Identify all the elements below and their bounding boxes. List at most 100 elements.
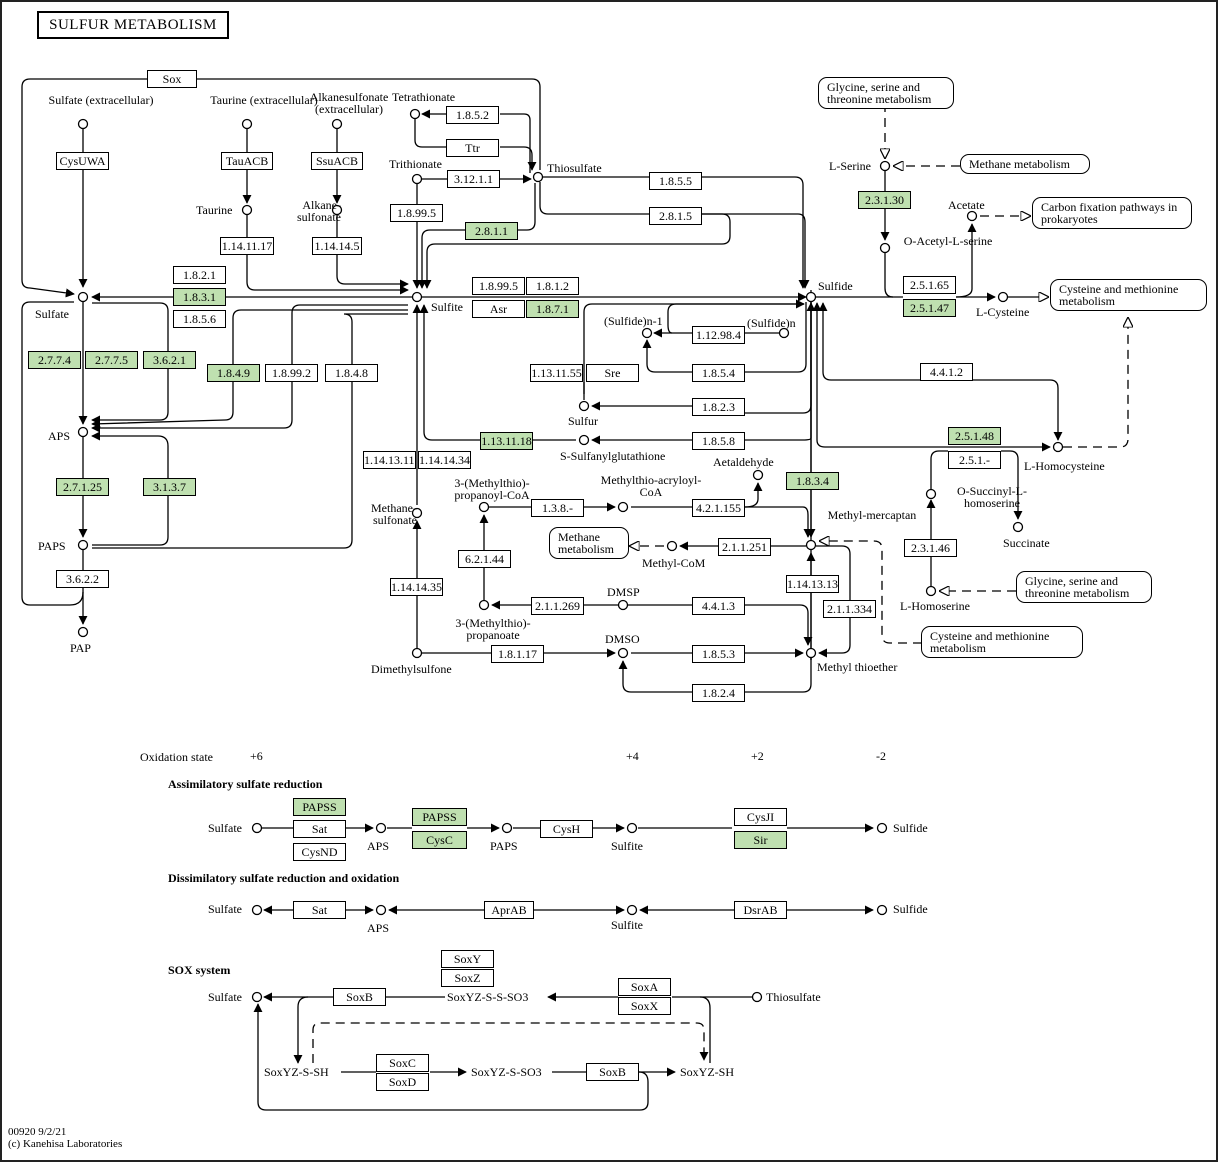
pathway-link-methane-mid[interactable]: Methane metabolism [549, 527, 629, 559]
sox-sulfate[interactable]: Sulfate [208, 990, 242, 1004]
dis-enzyme-aprab[interactable]: AprAB [484, 901, 534, 919]
compound-node-sulfide[interactable] [805, 291, 817, 303]
enzyme-box-e1-14-14-35[interactable]: 1.14.14.35 [390, 578, 443, 596]
compound-label-l-cysteine[interactable]: L-Cysteine [976, 305, 1030, 319]
dis-aps[interactable]: APS [367, 921, 390, 935]
compound-node-dmsp[interactable] [617, 599, 629, 611]
compound-node-pap[interactable] [77, 626, 89, 638]
enzyme-box-e1-8-99-2[interactable]: 1.8.99.2 [265, 364, 318, 382]
asm-enzyme-cysh[interactable]: CysH [540, 820, 593, 838]
compound-label-methyl-mercaptan[interactable]: Methyl-mercaptan [827, 508, 917, 522]
dis-enzyme-dsrab[interactable]: DsrAB [734, 901, 787, 919]
enzyme-box-e1-8-2-1[interactable]: 1.8.2.1 [173, 266, 226, 284]
dis-sulfite-node[interactable] [626, 904, 638, 916]
compound-node-dmso[interactable] [617, 647, 629, 659]
enzyme-box-e2-8-1-5[interactable]: 2.8.1.5 [649, 207, 702, 225]
compound-node-l-homoserine[interactable] [925, 585, 937, 597]
enzyme-box-e1-14-14-34[interactable]: 1.14.14.34 [418, 451, 471, 469]
sox-sulfate-node[interactable] [251, 991, 263, 1003]
enzyme-box-e1-8-1-17[interactable]: 1.8.1.17 [491, 645, 544, 663]
compound-node-taurine[interactable] [241, 204, 253, 216]
enzyme-box-e1-14-13-131[interactable]: 1.14.13.131 [786, 575, 839, 593]
enzyme-box-cysuwa[interactable]: CysUWA [56, 152, 109, 170]
asm-sulfite[interactable]: Sulfite [611, 839, 643, 853]
compound-label-mtp-coa[interactable]: 3-(Methylthio)-propanoyl-CoA [454, 476, 530, 502]
enzyme-box-e1-8-2-4[interactable]: 1.8.2.4 [692, 684, 745, 702]
enzyme-box-e2-5-1-47[interactable]: 2.5.1.47 [903, 299, 956, 317]
sox-enzyme-soxx[interactable]: SoxX [618, 997, 671, 1015]
compound-node-l-cysteine[interactable] [997, 291, 1009, 303]
compound-node-o-succinyl-l-homoserine[interactable] [925, 488, 937, 500]
compound-node-acetate[interactable] [966, 210, 978, 222]
asm-paps[interactable]: PAPS [490, 839, 518, 853]
enzyme-box-e1-13-11-55[interactable]: 1.13.11.55 [530, 364, 583, 382]
enzyme-box-e1-8-5-3[interactable]: 1.8.5.3 [692, 645, 745, 663]
asm-paps-node[interactable] [501, 822, 513, 834]
compound-node-trithionate[interactable] [411, 173, 423, 185]
enzyme-box-e3-6-2-1[interactable]: 3.6.2.1 [143, 351, 196, 369]
dis-aps-node[interactable] [375, 904, 387, 916]
enzyme-box-e1-8-7-1[interactable]: 1.8.7.1 [526, 300, 579, 318]
compound-label-sulfur[interactable]: Sulfur [568, 414, 598, 428]
compound-label-acetate[interactable]: Acetate [948, 198, 985, 212]
pathway-link-gly-ser-thr-top[interactable]: Glycine, serine and threonine metabolism [818, 77, 954, 109]
enzyme-box-asr[interactable]: Asr [472, 300, 525, 318]
enzyme-box-e2-5-1-48[interactable]: 2.5.1.48 [948, 427, 1001, 445]
sox-soxyz-s-sh[interactable]: SoxYZ-S-SH [264, 1065, 329, 1079]
dis-sulfide[interactable]: Sulfide [893, 902, 928, 916]
enzyme-box-e2-5-1-x[interactable]: 2.5.1.- [948, 451, 1001, 469]
compound-label-sulfate-ext[interactable]: Sulfate (extracellular) [48, 93, 154, 107]
asm-sulfate[interactable]: Sulfate [208, 821, 242, 835]
sox-enzyme-soxa[interactable]: SoxA [618, 978, 671, 996]
compound-label-alkanesulfonate-ext[interactable]: Alkanesulfonate (extracellular) [309, 90, 389, 116]
enzyme-box-e1-8-99-5-a[interactable]: 1.8.99.5 [390, 204, 443, 222]
compound-label-mta-coa[interactable]: Methylthio-acryloyl-CoA [600, 473, 702, 499]
compound-node-mta-coa[interactable] [617, 501, 629, 513]
compound-label-methyl-thioether[interactable]: Methyl thioether [817, 660, 898, 674]
compound-label-pap[interactable]: PAP [70, 641, 91, 655]
enzyme-box-e1-12-98-4[interactable]: 1.12.98.4 [692, 326, 745, 344]
enzyme-box-e1-8-1-2[interactable]: 1.8.1.2 [526, 277, 579, 295]
enzyme-box-ssuacb[interactable]: SsuACB [311, 152, 363, 170]
compound-node-alkanesulfonate-ext[interactable] [331, 118, 343, 130]
compound-node-sulfate-ext[interactable] [77, 118, 89, 130]
compound-label-l-homocysteine[interactable]: L-Homocysteine [1024, 459, 1105, 473]
asm-enzyme-papss2[interactable]: PAPSS [412, 808, 467, 826]
enzyme-box-e2-3-1-46[interactable]: 2.3.1.46 [904, 539, 957, 557]
enzyme-box-ttr[interactable]: Ttr [446, 139, 499, 157]
compound-label-mtp[interactable]: 3-(Methylthio)-propanoate [455, 616, 531, 642]
compound-label-acetaldehyde[interactable]: Aetaldehyde [713, 455, 774, 469]
asm-aps[interactable]: APS [367, 839, 390, 853]
asm-aps-node[interactable] [375, 822, 387, 834]
dis-sulfide-node[interactable] [876, 904, 888, 916]
asm-enzyme-papss1[interactable]: PAPSS [293, 798, 346, 816]
compound-label-aps[interactable]: APS [48, 429, 71, 443]
sox-thiosulfate[interactable]: Thiosulfate [766, 990, 821, 1004]
compound-label-o-succinyl-l-homoserine[interactable]: O-Succinyl-L-homoserine [957, 484, 1027, 510]
enzyme-box-e6-2-1-44[interactable]: 6.2.1.44 [458, 550, 511, 568]
compound-node-acetaldehyde[interactable] [752, 469, 764, 481]
compound-node-sulfide-n1[interactable] [641, 327, 653, 339]
compound-label-tetrathionate[interactable]: Tetrathionate [392, 90, 456, 104]
asm-enzyme-cysnd[interactable]: CysND [293, 843, 346, 861]
compound-node-succinate[interactable] [1012, 521, 1024, 533]
sox-soxyz-s-s-so3[interactable]: SoxYZ-S-S-SO3 [447, 990, 529, 1004]
compound-node-l-homocysteine[interactable] [1052, 441, 1064, 453]
enzyme-box-e3-6-2-2[interactable]: 3.6.2.2 [56, 570, 109, 588]
sox-enzyme-soxc[interactable]: SoxC [376, 1054, 429, 1072]
compound-node-l-serine[interactable] [879, 160, 891, 172]
enzyme-box-e1-3-8-x[interactable]: 1.3.8.- [531, 499, 584, 517]
enzyme-box-e1-8-5-8[interactable]: 1.8.5.8 [692, 432, 745, 450]
compound-label-dimethylsulfone[interactable]: Dimethylsulfone [371, 662, 452, 676]
asm-enzyme-cysji[interactable]: CysJI [734, 808, 787, 826]
compound-node-sulfur[interactable] [578, 400, 590, 412]
enzyme-box-e1-14-11-17[interactable]: 1.14.11.17 [220, 237, 274, 255]
sox-enzyme-soxy[interactable]: SoxY [441, 950, 494, 968]
compound-label-dmso[interactable]: DMSO [605, 632, 640, 646]
asm-enzyme-cysc[interactable]: CysC [412, 831, 467, 849]
dis-sulfite[interactable]: Sulfite [611, 918, 643, 932]
compound-node-methanesulfonate[interactable] [411, 507, 423, 519]
enzyme-box-e2-1-1-269[interactable]: 2.1.1.269 [531, 597, 584, 615]
compound-node-o-acetyl-l-serine[interactable] [879, 242, 891, 254]
compound-node-alkanesulfonate[interactable] [331, 204, 343, 216]
